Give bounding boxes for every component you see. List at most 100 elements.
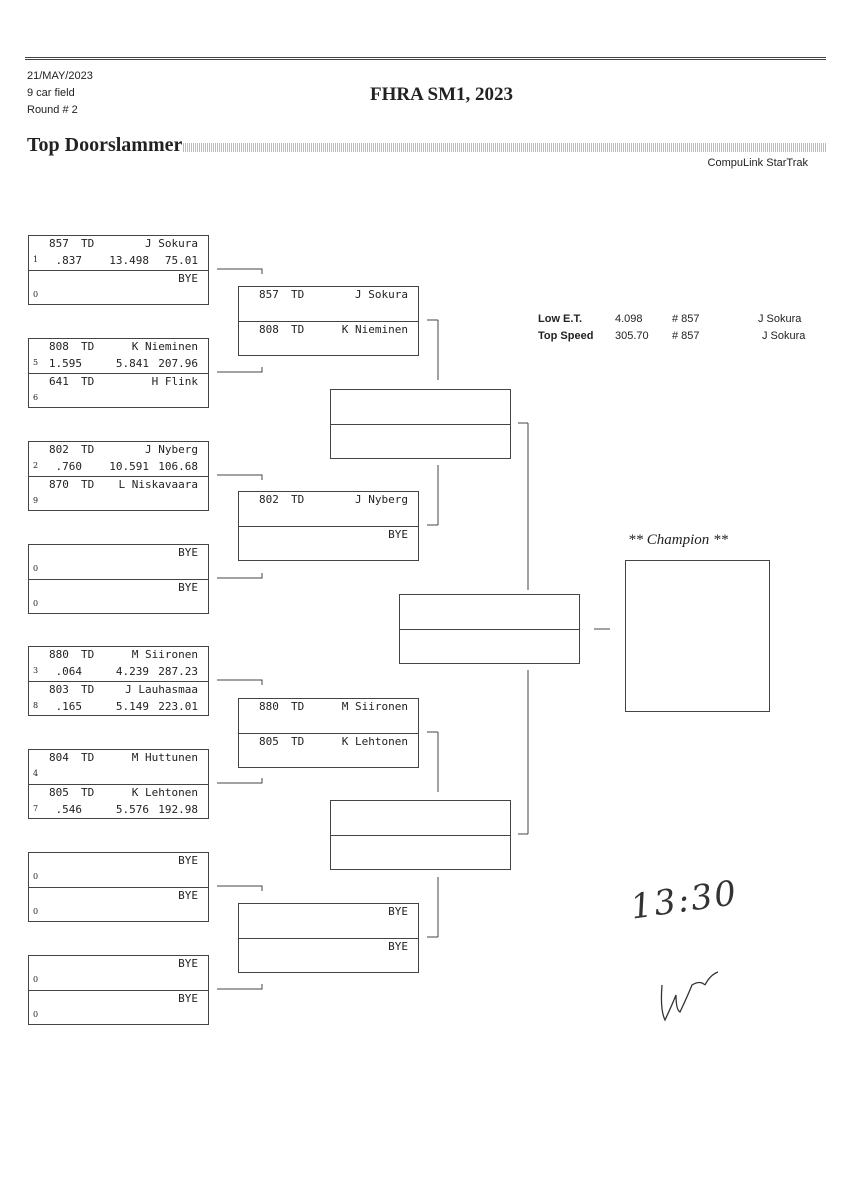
lane-name: J Nyberg: [145, 443, 198, 456]
lane-seed: 0: [33, 907, 39, 916]
lane: BYE 0: [29, 545, 208, 579]
final-match: [399, 594, 580, 664]
lane-mph: 192.98: [158, 803, 198, 816]
lane-name: BYE: [178, 889, 198, 902]
lane-mph: 223.01: [158, 700, 198, 713]
lane: [331, 801, 510, 835]
lane-car: 870: [49, 478, 69, 491]
lane-name: BYE: [178, 581, 198, 594]
lane-name: M Siironen: [341, 700, 408, 713]
lane-name: J Sokura: [355, 288, 408, 301]
lane-cls: TD: [81, 340, 95, 353]
lane-name: J Nyberg: [355, 493, 408, 506]
low-et-name: J Sokura: [758, 313, 802, 325]
lane-seed: 0: [33, 564, 39, 573]
champion-box: [625, 560, 770, 712]
lane-seed: 0: [33, 975, 39, 984]
lane-seed: 4: [33, 769, 39, 778]
lane-cls: TD: [81, 375, 95, 388]
lane-name: BYE: [388, 905, 408, 918]
lane-mph: 75.01: [164, 254, 198, 267]
lane-seed: 2: [33, 461, 39, 470]
lane-rt: .546: [55, 803, 83, 816]
champion-label: ** Champion **: [628, 532, 729, 548]
lane-seed: 3: [33, 666, 39, 675]
top-speed-name: J Sokura: [762, 330, 806, 342]
lane: [331, 424, 510, 458]
lane-name: BYE: [178, 546, 198, 559]
lane-cls: TD: [81, 786, 95, 799]
lane-name: BYE: [178, 272, 198, 285]
lane: 870 TD L Niskavaara 9: [29, 476, 208, 510]
low-et-value: 4.098: [615, 313, 643, 325]
lane-cls: TD: [291, 735, 305, 748]
lane-cls: TD: [81, 443, 95, 456]
lane-rt: .837: [55, 254, 83, 267]
lane-name: K Lehtonen: [131, 786, 198, 799]
field-size: 9 car field: [27, 87, 75, 99]
lane-seed: 9: [33, 496, 39, 505]
event-title: FHRA SM1, 2023: [370, 84, 514, 105]
lane-seed: 6: [33, 393, 39, 402]
lane-cls: TD: [81, 648, 95, 661]
top-speed-label: Top Speed: [538, 330, 594, 342]
lane-car: 802: [259, 493, 279, 506]
lane-cls: TD: [81, 478, 95, 491]
lane: BYE 0: [29, 853, 208, 887]
lane-rt: .064: [55, 665, 83, 678]
lane-et: 10.591: [109, 460, 149, 473]
lane-name: H Flink: [151, 375, 198, 388]
lane-name: BYE: [178, 854, 198, 867]
lane: BYE: [239, 526, 418, 560]
lane-cls: TD: [291, 700, 305, 713]
lane-et: 13.498: [109, 254, 149, 267]
lane-car: 857: [49, 237, 69, 250]
lane-name: BYE: [388, 528, 408, 541]
lane: 802 TD J Nyberg: [239, 492, 418, 526]
lane-car: 857: [259, 288, 279, 301]
lane-cls: TD: [81, 237, 95, 250]
lane-car: 802: [49, 443, 69, 456]
low-et-car: # 857: [672, 313, 700, 325]
lane: [331, 835, 510, 869]
software-credit: CompuLink StarTrak: [707, 157, 808, 169]
lane-name: L Niskavaara: [118, 478, 198, 491]
lane-name: K Nieminen: [131, 340, 198, 353]
lane-cls: TD: [81, 683, 95, 696]
lane-cls: TD: [291, 493, 305, 506]
lane: BYE: [239, 904, 418, 938]
lane-cls: TD: [291, 323, 305, 336]
lane: [400, 595, 579, 629]
lane-name: M Siironen: [131, 648, 198, 661]
lane-et: 5.576: [115, 803, 149, 816]
lane: BYE 0: [29, 887, 208, 921]
lane-seed: 8: [33, 701, 39, 710]
top-speed-car: # 857: [672, 330, 700, 342]
semifinal-match: [330, 389, 511, 459]
round-number: Round # 2: [27, 104, 78, 116]
lane-seed: 0: [33, 872, 39, 881]
lane-mph: 207.96: [158, 357, 198, 370]
lane: [400, 629, 579, 663]
